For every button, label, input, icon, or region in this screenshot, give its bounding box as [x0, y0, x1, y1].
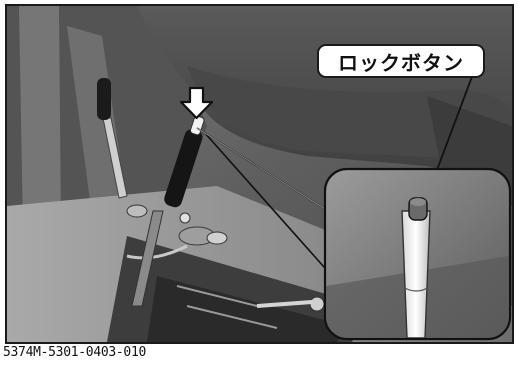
lock-button-label: ロックボタン [317, 44, 485, 78]
zoom-detail-bubble [325, 169, 510, 339]
figure-id: 5374M-5301-0403-010 [3, 345, 146, 360]
illustration-frame: ロックボタン [5, 4, 514, 344]
